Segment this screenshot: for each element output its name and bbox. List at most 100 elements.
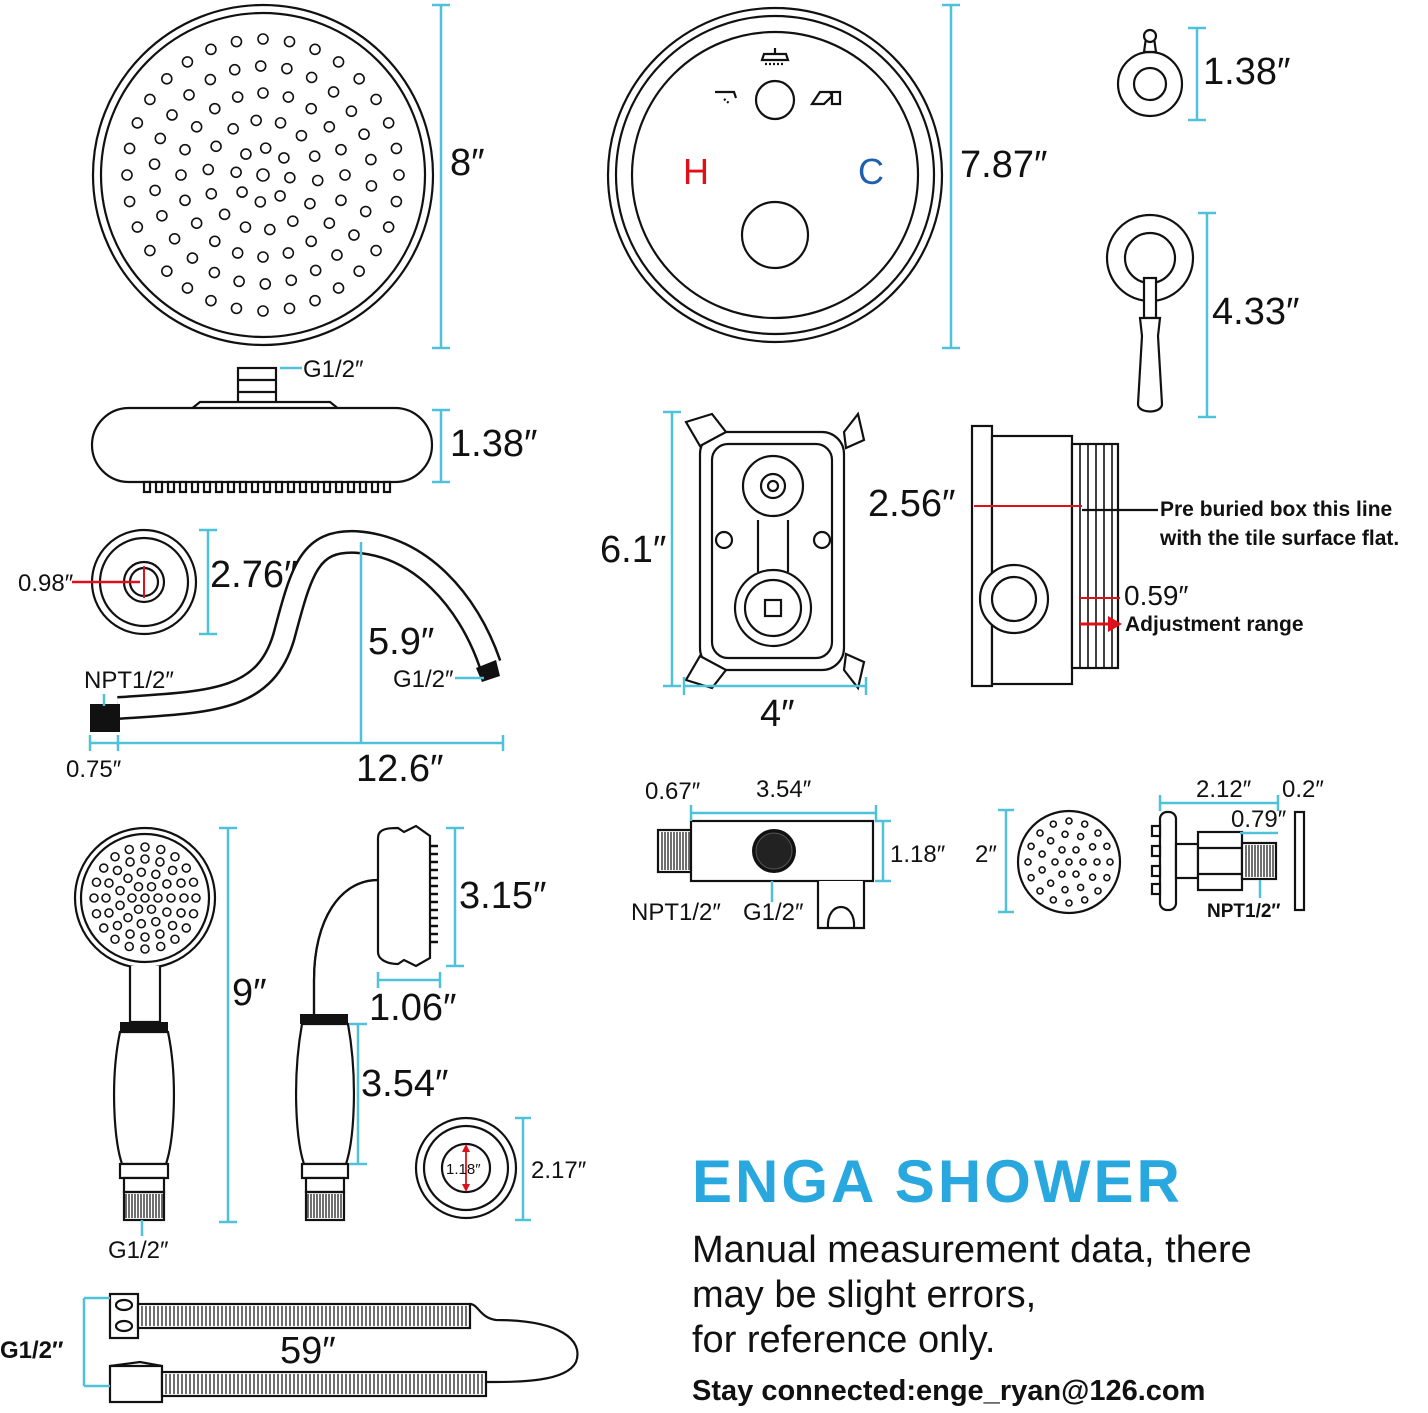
nozzle-dot	[140, 944, 150, 954]
brand-contact: Stay connected:enge_ryan@126.com	[692, 1375, 1206, 1407]
nozzle-dot	[1061, 830, 1069, 839]
nozzle-dot	[123, 873, 133, 884]
nozzle-dot	[1058, 870, 1066, 878]
nozzle-tooth	[370, 480, 380, 494]
adjust-value-label: 0.59″	[1124, 580, 1188, 611]
brand-disclaimer: Manual measurement data, there may be sl…	[692, 1229, 1252, 1361]
showerhead-connector-label: G1/2″	[303, 356, 364, 383]
nozzle-dot	[228, 63, 241, 76]
nozzle-dot	[348, 229, 360, 241]
nozzle-dot	[115, 885, 125, 896]
nozzle-tooth	[190, 480, 200, 494]
nozzle-dot	[287, 215, 299, 228]
elbow-height-label: 1.18″	[890, 841, 946, 868]
jet-thread-label: 0.79″	[1231, 806, 1287, 833]
nozzle-dot	[259, 278, 272, 290]
nozzle-dot	[151, 869, 161, 880]
nozzle-dot	[98, 923, 109, 933]
handshower-icon	[809, 90, 842, 106]
nozzle-dot	[1046, 879, 1055, 887]
nozzle-dot	[191, 893, 201, 903]
nozzle-dot	[155, 941, 166, 952]
nozzle-dot	[115, 900, 125, 911]
nozzle-dot	[1094, 829, 1102, 837]
nozzle-dot	[112, 920, 123, 931]
nozzle-dot	[123, 142, 136, 155]
nozzle-dot	[1106, 858, 1114, 866]
nozzle-dot	[170, 934, 180, 945]
nozzle-dot	[393, 169, 405, 181]
side-nozzles	[142, 480, 392, 494]
nozzle-dot	[89, 893, 99, 903]
nozzle-dot	[1088, 873, 1097, 881]
nozzle-dot	[210, 140, 222, 153]
valve-box-side: 2.56″ Pre buried box this line with the …	[868, 424, 1399, 688]
nozzle-dot	[365, 153, 377, 166]
nozzle-tooth	[238, 480, 248, 494]
nozzle-dot	[175, 169, 187, 181]
jet-connector-label: NPT1/2″	[1207, 901, 1281, 922]
arm-rise-label: 5.9″	[368, 621, 434, 663]
nozzle-dot	[309, 294, 321, 307]
arm-end-thread-label: G1/2″	[393, 666, 454, 693]
nozzle-dot	[308, 150, 321, 163]
nozzle-dot	[230, 302, 243, 315]
nozzle-dot	[179, 194, 191, 207]
handheld-shower-side: 3.15″ 1.06″ 3.54″	[294, 824, 546, 1222]
nozzle-dot	[257, 33, 269, 45]
nozzle-dot	[254, 60, 267, 72]
nozzle-tooth	[250, 480, 260, 494]
nozzle-dot	[205, 187, 218, 200]
nozzle-dot	[167, 920, 178, 931]
nozzle-tooth	[334, 480, 344, 494]
nozzle-dot	[283, 302, 296, 315]
nozzle-tooth	[382, 480, 392, 494]
nozzle-dot	[1038, 850, 1046, 858]
nozzle-dot	[390, 142, 403, 155]
nozzle-dot	[176, 908, 186, 918]
nozzle-dot	[101, 893, 111, 903]
nozzle-dot	[264, 223, 276, 236]
nozzle-dot	[1080, 896, 1089, 904]
body-jet-front: 2″	[975, 808, 1122, 915]
nozzle-dot	[331, 249, 343, 261]
nozzle-dot	[91, 908, 102, 919]
nozzle-dot	[382, 117, 395, 129]
jet-diameter-label: 2″	[975, 841, 997, 868]
escutcheon-inner-label: 1.18″	[446, 1161, 481, 1178]
nozzle-dot	[335, 194, 347, 207]
nozzle-dot	[146, 881, 157, 892]
flange-outer-label: 2.76″	[210, 554, 297, 596]
nozzle-dot	[1027, 842, 1035, 851]
escutcheon: 1.18″ 2.17″	[414, 1116, 587, 1222]
rain-showerhead-front	[91, 3, 435, 347]
spout-icon	[715, 90, 738, 105]
nozzle-dot	[127, 893, 137, 903]
nozzle-dot	[205, 294, 217, 307]
nozzle-dot	[285, 274, 298, 287]
knob-height-label: 1.38″	[1203, 51, 1290, 93]
nozzle-dot	[257, 251, 269, 263]
nozzle-dot	[123, 912, 133, 923]
nozzle-dot	[208, 266, 221, 279]
nozzle-dot	[370, 93, 382, 106]
nozzle-dot	[155, 857, 165, 867]
nozzle-dot	[305, 71, 318, 84]
nozzle-tooth	[154, 480, 164, 494]
nozzle-dot	[250, 114, 262, 127]
hot-label: H	[683, 151, 709, 192]
nozzle-dot	[323, 217, 336, 229]
nozzle-dot	[359, 205, 372, 218]
lever-height-label: 4.33″	[1212, 291, 1299, 333]
nozzle-dot	[140, 932, 150, 942]
nozzle-dot	[156, 209, 168, 222]
shower-arm: NPT1/2″ 5.9″ G1/2″ 0.75″ 12.6″	[66, 529, 505, 790]
nozzle-dot	[181, 923, 192, 933]
nozzle-dot	[179, 143, 191, 156]
nozzle-dot	[257, 305, 269, 317]
nozzle-dot	[1076, 832, 1085, 841]
nozzle-dot	[1094, 887, 1102, 895]
nozzle-dot	[144, 244, 156, 257]
nozzle-tooth	[358, 480, 368, 494]
nozzle-dot	[190, 121, 203, 133]
